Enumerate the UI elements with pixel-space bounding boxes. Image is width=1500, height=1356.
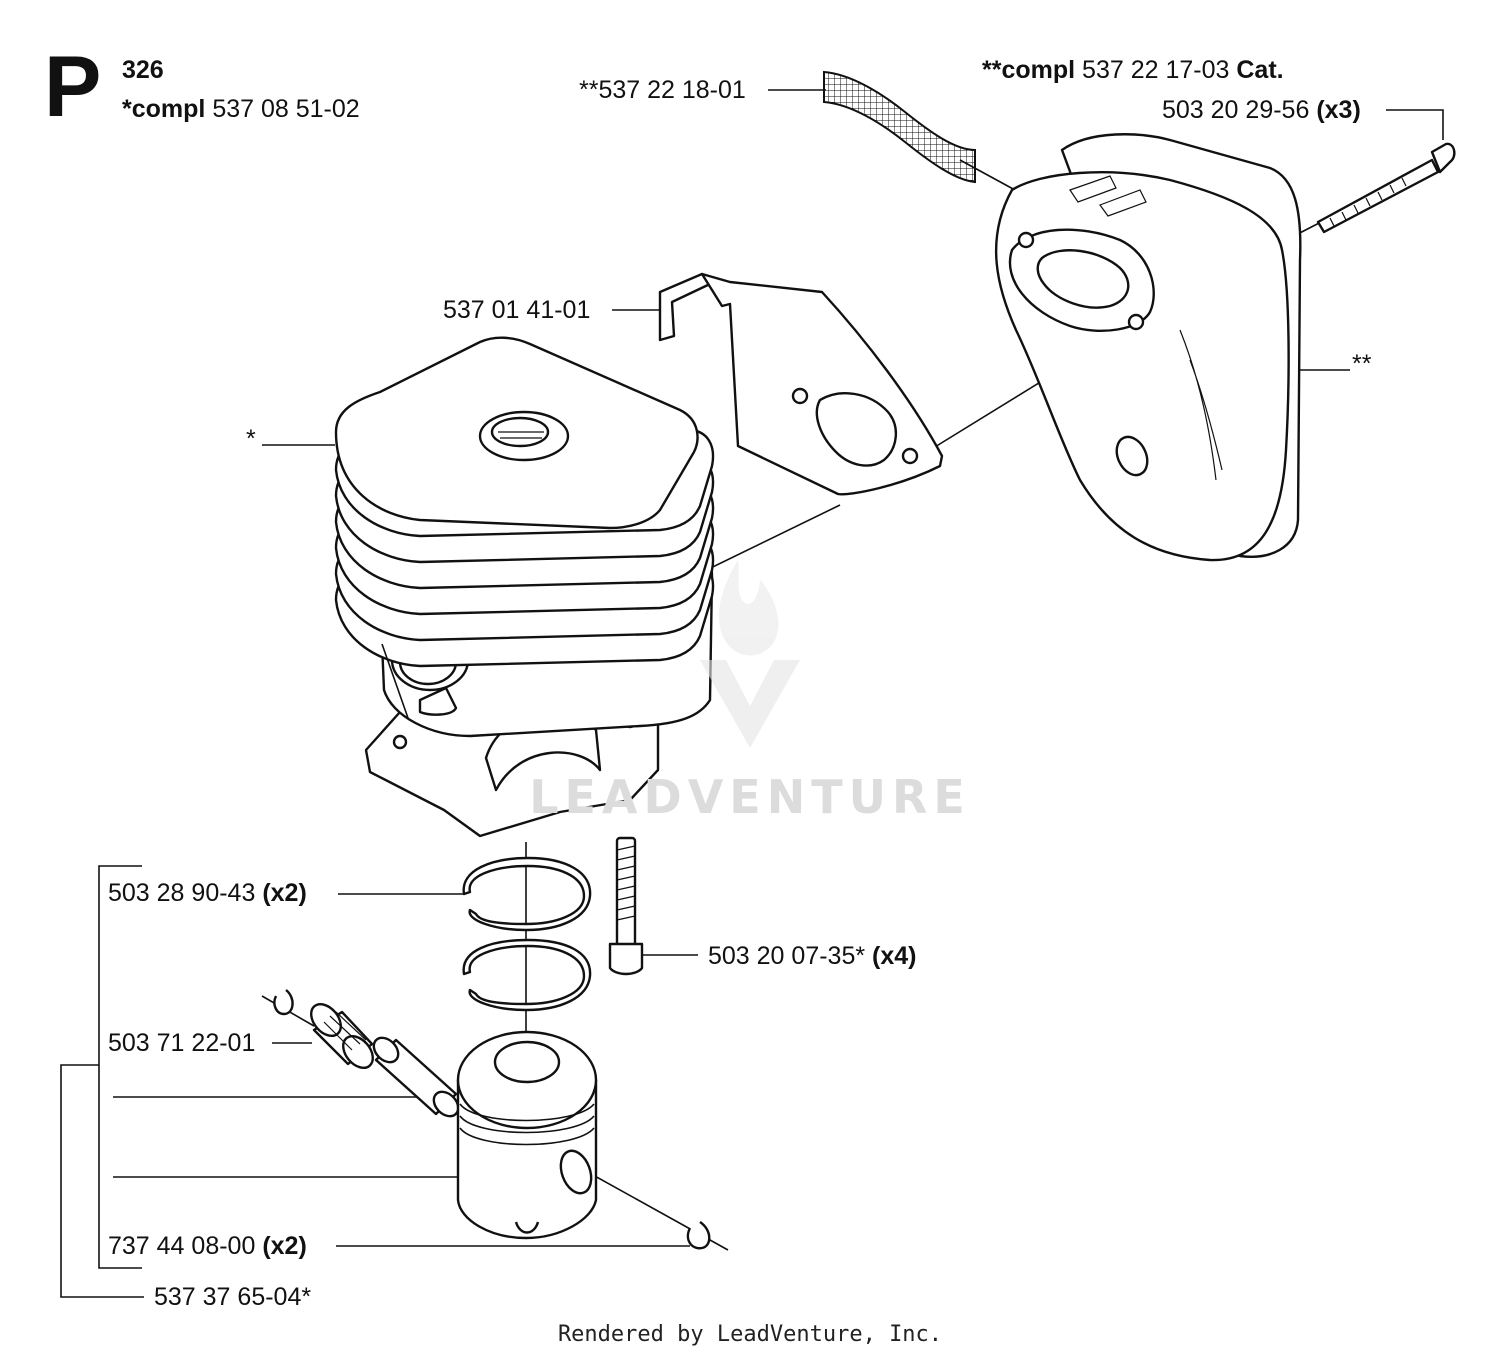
- muffler-gasket: [658, 272, 944, 496]
- muffler: [994, 133, 1302, 562]
- piston-ring-number: 503 28 90-43: [108, 879, 256, 907]
- piston: [456, 1030, 598, 1240]
- part-label-muffler-marker: **: [1352, 350, 1372, 378]
- piston-pin: [372, 1036, 460, 1118]
- muffler-kit-number[interactable]: 537 22 17-03: [1082, 56, 1230, 84]
- model-number: 326: [122, 56, 164, 84]
- part-label-gasket[interactable]: 537 01 41-01: [443, 296, 591, 324]
- part-label-screen[interactable]: **537 22 18-01: [579, 76, 746, 104]
- part-label-circlip[interactable]: 737 44 08-00 (x2): [108, 1232, 307, 1260]
- footer-credit: Rendered by LeadVenture, Inc.: [557, 1322, 943, 1347]
- circlips: [273, 989, 711, 1250]
- needle-bearing: [310, 1003, 374, 1069]
- muffler-bolt-number: 503 20 29-56: [1162, 96, 1310, 124]
- cylinder-kit-label: *compl 537 08 51-02: [122, 95, 360, 123]
- muffler-bolt: [1316, 142, 1456, 234]
- part-label-needle-bearing[interactable]: 503 71 22-01: [108, 1029, 256, 1057]
- muffler-kit-suffix: Cat.: [1236, 56, 1284, 84]
- watermark-text: LEADVENTURE: [529, 770, 971, 824]
- muffler-bolt-qty: (x3): [1316, 96, 1361, 124]
- circlip-qty: (x2): [262, 1232, 307, 1260]
- section-letter: P: [44, 39, 102, 135]
- part-label-piston-kit[interactable]: 537 37 65-04*: [154, 1283, 312, 1311]
- circlip-number: 737 44 08-00: [108, 1232, 256, 1260]
- leadventure-watermark-logo: [700, 560, 800, 748]
- part-label-piston-ring[interactable]: 503 28 90-43 (x2): [108, 879, 307, 907]
- part-label-cylinder-marker: *: [246, 425, 256, 453]
- part-label-cylinder-bolt[interactable]: 503 20 07-35* (x4): [708, 942, 917, 970]
- cylinder-kit-prefix: *compl: [122, 95, 206, 123]
- cylinder-bolt-number: 503 20 07-35*: [708, 942, 866, 970]
- muffler-kit-label: **compl 537 22 17-03 Cat.: [982, 56, 1284, 84]
- muffler-kit-prefix: **compl: [982, 56, 1076, 84]
- cylinder-kit-number[interactable]: 537 08 51-02: [212, 95, 360, 123]
- piston-ring-qty: (x2): [262, 879, 307, 907]
- spark-arrestor-screen: [823, 70, 976, 184]
- cylinder-bolt: [608, 836, 644, 976]
- part-label-muffler-bolt[interactable]: 503 20 29-56 (x3): [1162, 96, 1361, 124]
- cylinder-bolt-qty: (x4): [872, 942, 917, 970]
- piston-rings: [462, 856, 592, 1012]
- cylinder: [334, 336, 715, 838]
